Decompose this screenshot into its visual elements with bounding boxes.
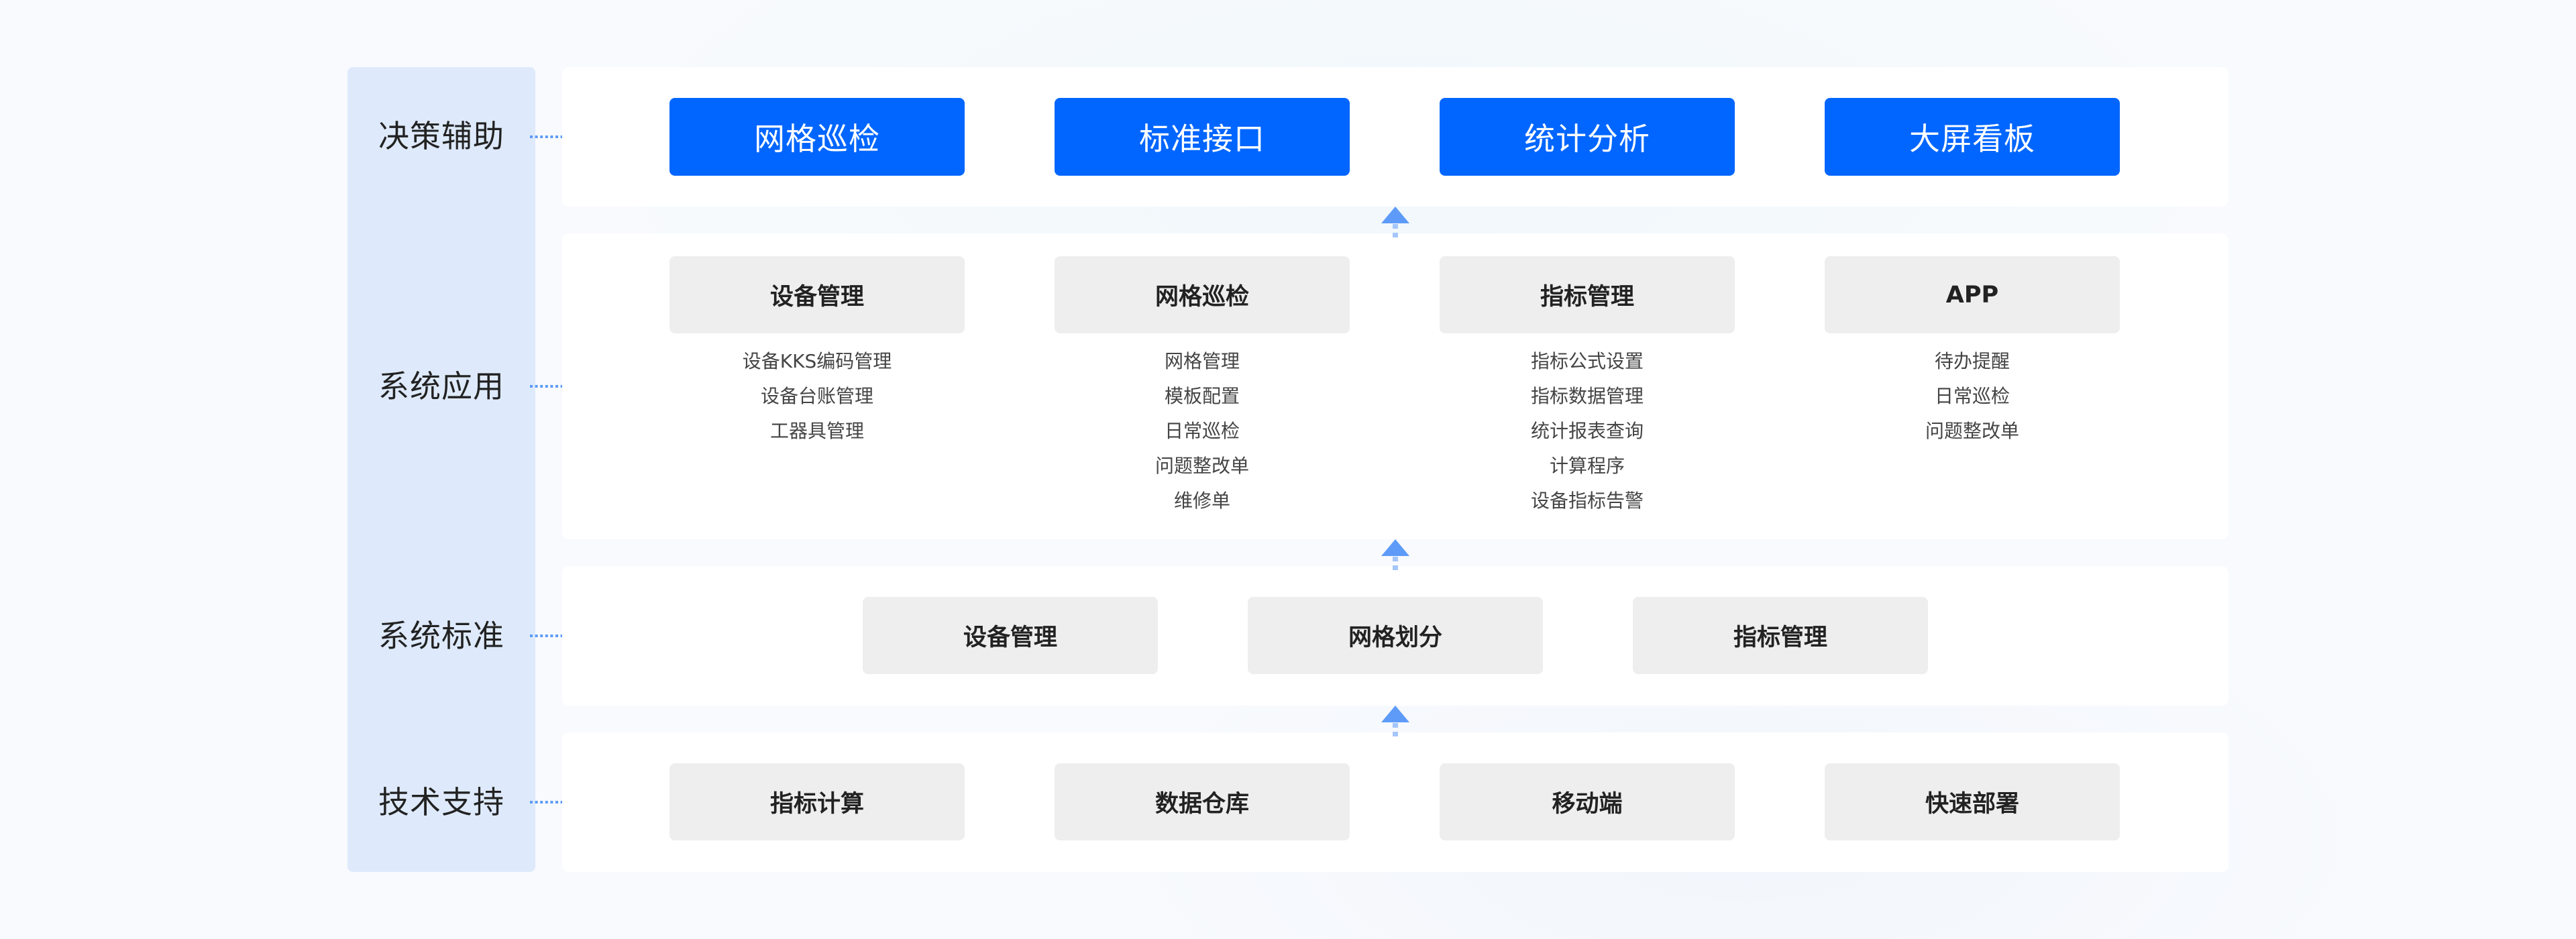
module-standard-interface-button[interactable]: 标准接口 [1055, 98, 1350, 176]
module-app[interactable]: APP [1825, 256, 2120, 333]
list-item: 日常巡检 [1164, 420, 1240, 442]
list-item: 日常巡检 [1934, 385, 2010, 407]
module-grid-inspection-button[interactable]: 网格巡检 [669, 98, 965, 176]
list-item: 问题整改单 [1925, 420, 2019, 442]
list-item: 指标数据管理 [1530, 385, 1644, 407]
list-item: 统计报表查询 [1530, 420, 1644, 442]
list-item: 网格管理 [1164, 350, 1240, 372]
list-item: 设备台账管理 [760, 385, 873, 407]
layer-label-system-standard: 系统标准 [378, 618, 504, 654]
app-sublist: 待办提醒 日常巡检 问题整改单 [1825, 344, 2120, 449]
standard-grid-division[interactable]: 网格划分 [1248, 597, 1543, 674]
list-item: 待办提醒 [1934, 350, 2010, 372]
standard-indicator-management[interactable]: 指标管理 [1633, 597, 1928, 674]
module-equipment-management[interactable]: 设备管理 [669, 256, 965, 333]
indicator-management-sublist: 指标公式设置 指标数据管理 统计报表查询 计算程序 设备指标告警 [1440, 344, 1735, 518]
list-item: 问题整改单 [1155, 455, 1249, 477]
equipment-management-sublist: 设备KKS编码管理 设备台账管理 工器具管理 [669, 344, 965, 449]
dashed-up-arrow-icon [1381, 706, 1409, 736]
list-item: 设备KKS编码管理 [742, 350, 892, 372]
layer-label-system-application: 系统应用 [378, 368, 504, 404]
layer-label-panel [347, 67, 535, 872]
tech-indicator-calculation[interactable]: 指标计算 [669, 763, 965, 840]
module-big-screen-dashboard-button[interactable]: 大屏看板 [1825, 98, 2120, 176]
dashed-up-arrow-icon [1381, 207, 1409, 237]
dashed-up-arrow-icon [1381, 539, 1409, 570]
layer-label-technical-support: 技术支持 [378, 784, 504, 820]
list-item: 维修单 [1173, 490, 1230, 512]
module-indicator-management[interactable]: 指标管理 [1440, 256, 1735, 333]
list-item: 指标公式设置 [1530, 350, 1644, 372]
list-item: 模板配置 [1164, 385, 1240, 407]
list-item: 计算程序 [1549, 455, 1625, 477]
tech-data-warehouse[interactable]: 数据仓库 [1055, 763, 1350, 840]
grid-inspection-sublist: 网格管理 模板配置 日常巡检 问题整改单 维修单 [1055, 344, 1350, 518]
layer-label-decision-support: 决策辅助 [378, 118, 504, 154]
standard-equipment-management[interactable]: 设备管理 [863, 597, 1158, 674]
module-statistical-analysis-button[interactable]: 统计分析 [1440, 98, 1735, 176]
module-grid-inspection[interactable]: 网格巡检 [1055, 256, 1350, 333]
list-item: 设备指标告警 [1530, 490, 1644, 512]
list-item: 工器具管理 [769, 420, 864, 442]
tech-mobile-client[interactable]: 移动端 [1440, 763, 1735, 840]
tech-rapid-deployment[interactable]: 快速部署 [1825, 763, 2120, 840]
